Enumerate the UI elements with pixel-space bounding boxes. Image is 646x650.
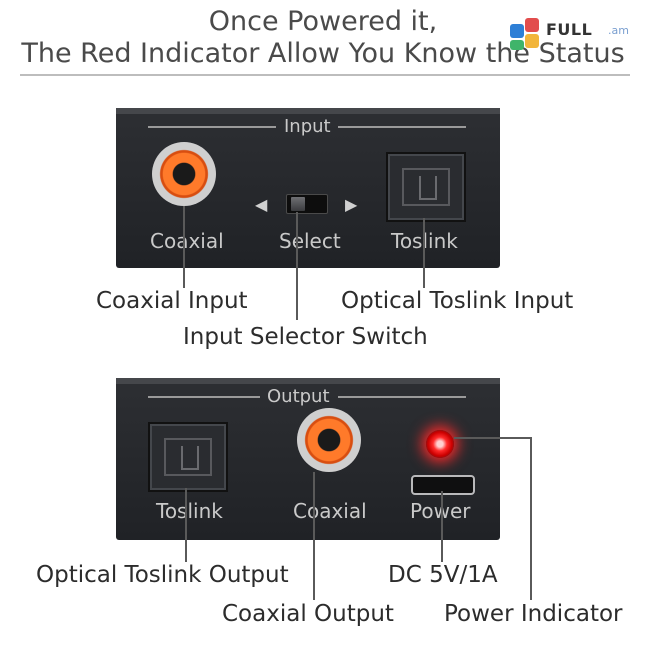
heading-line-1: Once Powered it, <box>208 6 438 37</box>
leader-power-indicator-v <box>530 437 532 600</box>
output-panel-edge <box>116 378 500 384</box>
input-selector-switch[interactable] <box>286 194 328 214</box>
leader-coaxial-output <box>313 472 315 600</box>
leader-selector <box>296 212 298 320</box>
callout-dc: DC 5V/1A <box>388 562 498 588</box>
power-indicator-led <box>426 430 454 458</box>
full-am-logo-icon <box>510 18 539 50</box>
input-panel-edge <box>116 108 500 114</box>
dc-power-port[interactable] <box>411 475 475 495</box>
leader-coaxial-input <box>183 206 185 288</box>
leader-toslink-output <box>185 488 187 562</box>
callout-power-indicator: Power Indicator <box>444 601 623 627</box>
coaxial-input-jack[interactable] <box>152 142 216 206</box>
output-title-line-right <box>338 396 466 398</box>
output-toslink-label: Toslink <box>156 499 223 523</box>
watermark-suffix: .am <box>608 24 629 37</box>
input-panel-title: Input <box>284 116 331 137</box>
input-coaxial-label: Coaxial <box>150 229 224 253</box>
coaxial-output-jack[interactable] <box>297 408 361 472</box>
callout-optical-toslink-input: Optical Toslink Input <box>341 288 574 314</box>
input-title-line-left <box>148 126 276 128</box>
output-title-line-left <box>148 396 260 398</box>
heading-line-2: The Red Indicator Allow You Know the Sta… <box>21 38 625 69</box>
switch-knob[interactable] <box>291 197 305 211</box>
input-select-label: Select <box>279 229 341 253</box>
leader-power-indicator-h <box>454 437 532 439</box>
leader-dc <box>441 491 443 562</box>
output-power-label: Power <box>410 499 470 523</box>
output-panel-title: Output <box>267 386 330 407</box>
callout-input-selector-switch: Input Selector Switch <box>183 324 428 350</box>
input-title-line-right <box>338 126 466 128</box>
output-coaxial-label: Coaxial <box>293 499 367 523</box>
toslink-input-port[interactable] <box>386 152 466 222</box>
leader-toslink-input <box>423 218 425 288</box>
watermark-brand: FULL <box>546 20 593 39</box>
callout-optical-toslink-output: Optical Toslink Output <box>36 562 289 588</box>
arrow-left-icon: ◀ <box>255 195 268 214</box>
arrow-right-icon: ▶ <box>345 195 358 214</box>
heading-divider <box>20 74 630 76</box>
callout-coaxial-output: Coaxial Output <box>222 601 394 627</box>
callout-coaxial-input: Coaxial Input <box>96 288 248 314</box>
toslink-output-port[interactable] <box>148 422 228 492</box>
